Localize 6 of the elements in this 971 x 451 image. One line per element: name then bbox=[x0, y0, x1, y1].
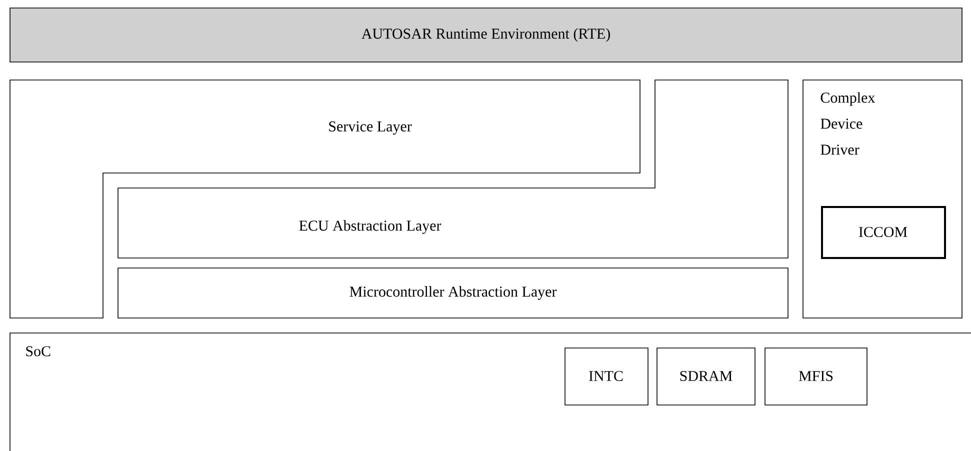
module-box: SDRAM bbox=[656, 348, 756, 406]
module-box: INTC bbox=[564, 348, 648, 406]
runtime-environment-band: AUTOSAR Runtime Environment (RTE) bbox=[10, 8, 962, 62]
layer-box: Microcontroller Abstraction Layer bbox=[118, 268, 788, 318]
module-box: ICCOM bbox=[821, 206, 946, 259]
module-box: MFIS bbox=[764, 348, 868, 406]
